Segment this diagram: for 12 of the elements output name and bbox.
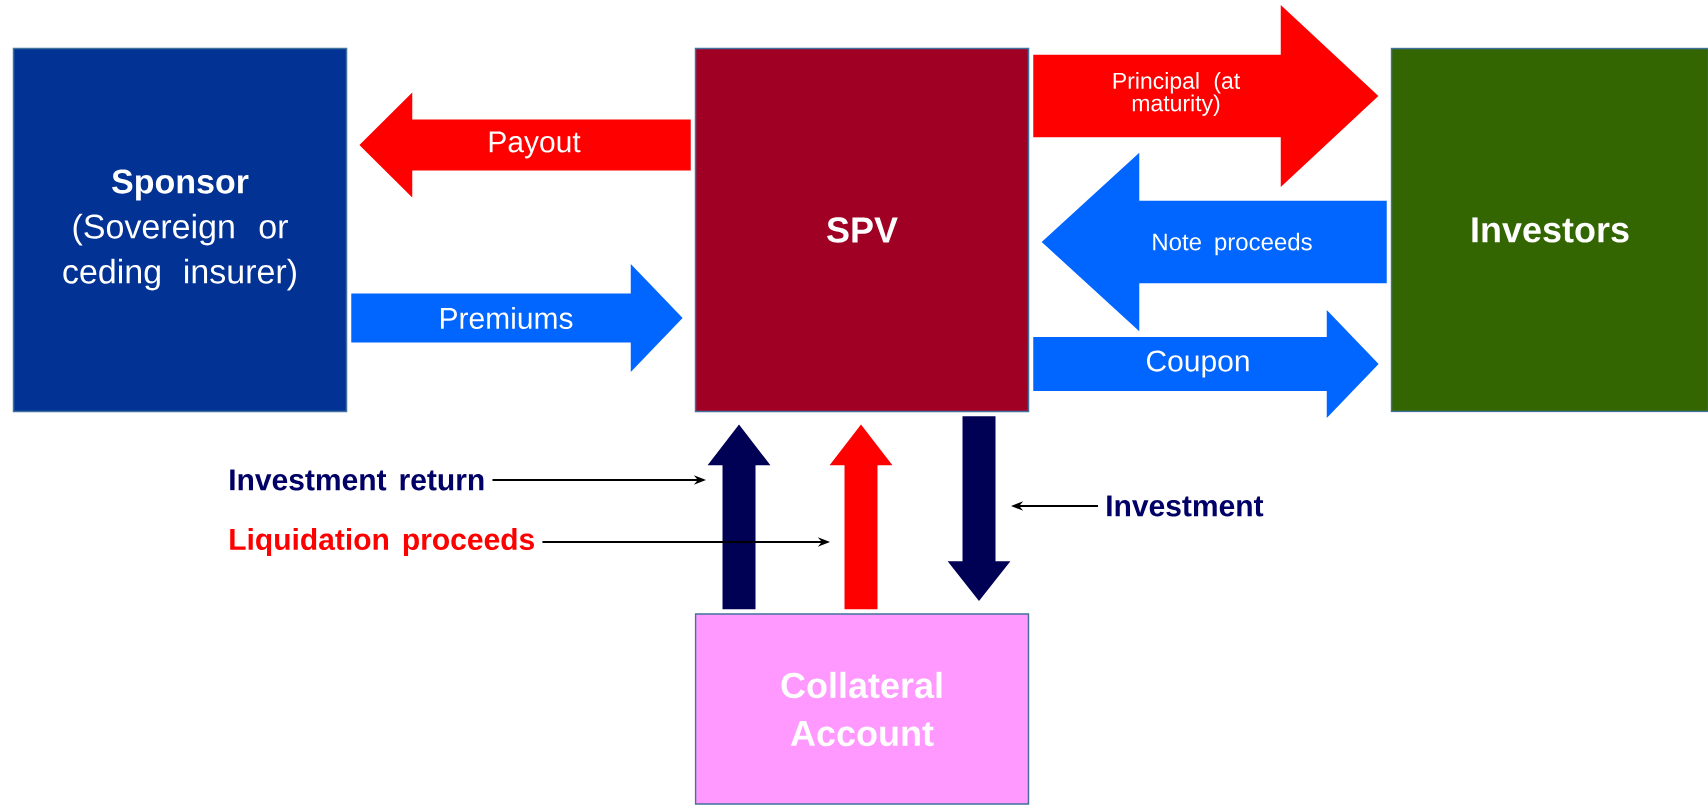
process-box: Investors <box>1390 47 1708 413</box>
edge-label: Principal (at maturity) <box>1113 72 1240 116</box>
edge-label: Note proceeds <box>1153 232 1312 256</box>
process-box: SPV <box>694 47 1030 413</box>
process-box: Collateral Account <box>694 613 1030 805</box>
edge-label: Premiums <box>440 307 573 329</box>
process-box: Sponsor (Sovereign or ceding insurer) <box>12 47 348 413</box>
annotation-text: Liquidation proceeds <box>230 528 534 556</box>
edge-label: Coupon <box>1147 350 1249 378</box>
edge-label: Payout <box>489 131 581 159</box>
annotation-text: Investment return <box>230 469 484 491</box>
annotation-text: Investment <box>1107 495 1264 517</box>
